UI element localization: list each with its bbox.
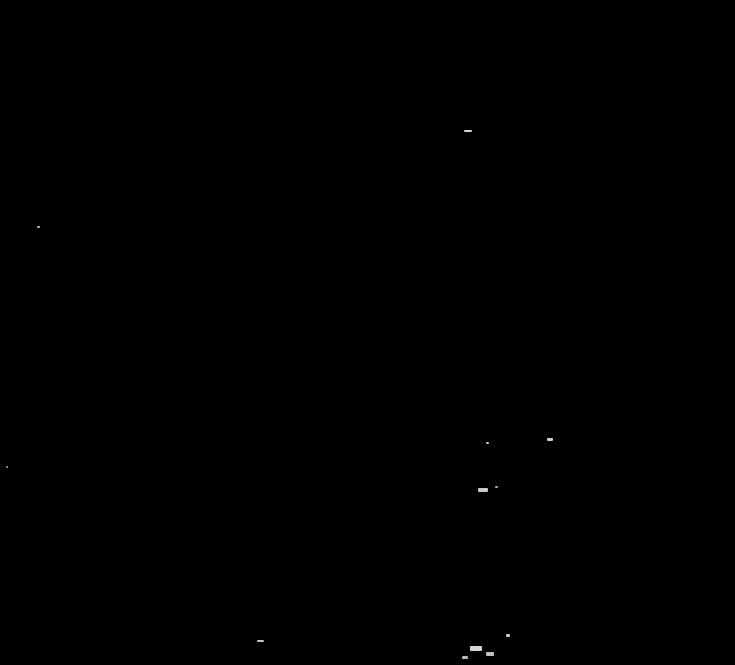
noise-speck [6,466,8,468]
noise-speck [486,442,489,444]
noise-speck [257,640,264,642]
noise-speck [462,656,468,659]
noise-speck [37,226,40,228]
noise-speck [547,438,553,441]
noise-speck [495,486,498,488]
noise-speck [478,488,488,492]
noise-speck [486,652,494,656]
noise-speck [470,646,482,651]
noise-speck [464,130,472,132]
noise-speck [506,634,510,637]
